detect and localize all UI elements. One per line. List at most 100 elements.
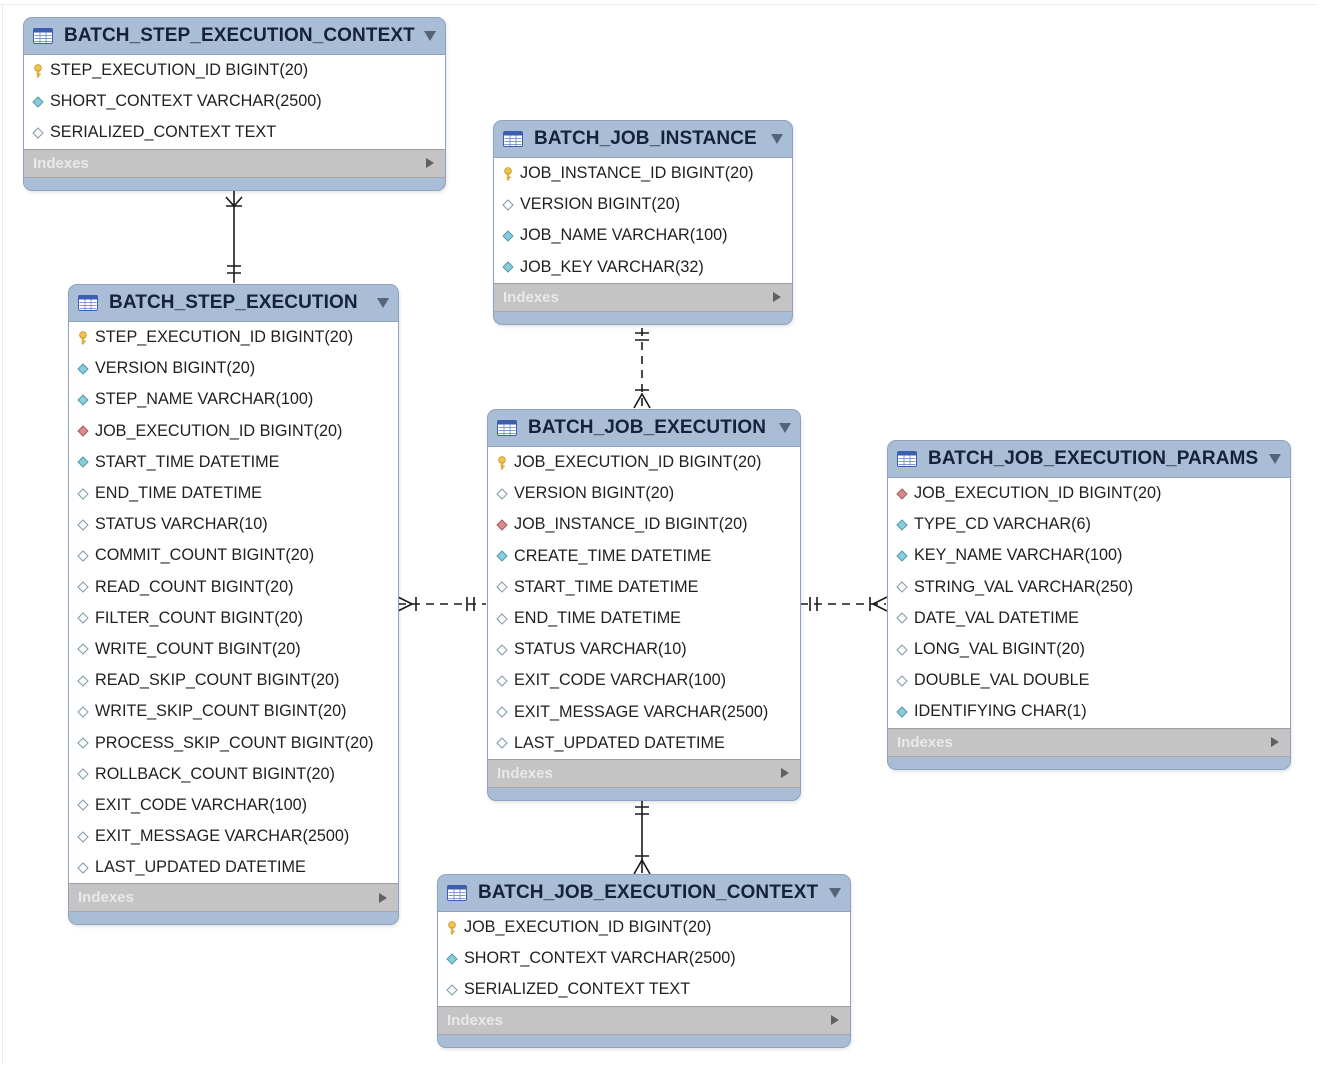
column-row[interactable]: VERSION BIGINT(20) (494, 189, 792, 220)
column-row[interactable]: EXIT_CODE VARCHAR(100) (69, 790, 398, 821)
column-row[interactable]: EXIT_MESSAGE VARCHAR(2500) (69, 821, 398, 852)
collapse-toggle-icon[interactable] (1268, 453, 1282, 465)
column-row[interactable]: STEP_EXECUTION_ID BIGINT(20) (69, 322, 398, 353)
column-row[interactable]: STATUS VARCHAR(10) (488, 634, 800, 665)
column-row[interactable]: VERSION BIGINT(20) (69, 353, 398, 384)
table-batch-job-execution-context[interactable]: BATCH_JOB_EXECUTION_CONTEXT JOB_EXECUTION… (437, 874, 851, 1048)
indexes-section[interactable]: Indexes (888, 728, 1290, 757)
column-label: JOB_EXECUTION_ID BIGINT(20) (464, 918, 712, 937)
column-row[interactable]: WRITE_COUNT BIGINT(20) (69, 634, 398, 665)
not-null-column-icon (77, 363, 89, 375)
column-row[interactable]: SERIALIZED_CONTEXT TEXT (438, 974, 850, 1005)
column-row[interactable]: SHORT_CONTEXT VARCHAR(2500) (24, 86, 445, 117)
column-icon (446, 984, 458, 996)
column-row[interactable]: JOB_EXECUTION_ID BIGINT(20) (888, 478, 1290, 509)
column-row[interactable]: STEP_NAME VARCHAR(100) (69, 384, 398, 415)
one-marker (635, 806, 649, 815)
column-row[interactable]: LONG_VAL BIGINT(20) (888, 634, 1290, 665)
column-row[interactable]: END_TIME DATETIME (488, 603, 800, 634)
column-row[interactable]: JOB_EXECUTION_ID BIGINT(20) (438, 912, 850, 943)
column-row[interactable]: IDENTIFYING CHAR(1) (888, 696, 1290, 727)
table-icon (78, 295, 98, 311)
column-row[interactable]: WRITE_SKIP_COUNT BIGINT(20) (69, 696, 398, 727)
column-list: STEP_EXECUTION_ID BIGINT(20) SHORT_CONTEX… (24, 54, 445, 150)
primary-key-icon (498, 455, 506, 469)
collapse-toggle-icon[interactable] (778, 422, 792, 434)
column-row[interactable]: END_TIME DATETIME (69, 478, 398, 509)
column-row[interactable]: STRING_VAL VARCHAR(250) (888, 572, 1290, 603)
expand-indexes-icon[interactable] (780, 767, 790, 779)
column-icon (896, 643, 908, 656)
expand-indexes-icon[interactable] (772, 291, 782, 303)
column-row[interactable]: LAST_UPDATED DATETIME (488, 728, 800, 759)
column-row[interactable]: STEP_EXECUTION_ID BIGINT(20) (24, 55, 445, 86)
column-row[interactable]: KEY_NAME VARCHAR(100) (888, 540, 1290, 571)
table-header[interactable]: BATCH_STEP_EXECUTION_CONTEXT (24, 18, 445, 54)
column-row[interactable]: START_TIME DATETIME (69, 447, 398, 478)
column-row[interactable]: START_TIME DATETIME (488, 572, 800, 603)
column-row[interactable]: VERSION BIGINT(20) (488, 478, 800, 509)
column-icon (496, 737, 508, 749)
column-row[interactable]: ROLLBACK_COUNT BIGINT(20) (69, 759, 398, 790)
column-row[interactable]: READ_COUNT BIGINT(20) (69, 572, 398, 603)
column-row[interactable]: DATE_VAL DATETIME (888, 603, 1290, 634)
column-label: CREATE_TIME DATETIME (514, 546, 712, 565)
foreign-key-icon (77, 425, 89, 437)
indexes-section[interactable]: Indexes (488, 759, 800, 788)
column-row[interactable]: COMMIT_COUNT BIGINT(20) (69, 540, 398, 571)
column-label: VERSION BIGINT(20) (95, 359, 256, 378)
expand-indexes-icon[interactable] (425, 157, 435, 169)
column-icon (496, 706, 508, 718)
column-row[interactable]: STATUS VARCHAR(10) (69, 509, 398, 540)
column-row[interactable]: PROCESS_SKIP_COUNT BIGINT(20) (69, 727, 398, 758)
indexes-label: Indexes (447, 1011, 503, 1029)
table-header[interactable]: BATCH_JOB_EXECUTION (488, 410, 800, 446)
column-row[interactable]: READ_SKIP_COUNT BIGINT(20) (69, 665, 398, 696)
column-row[interactable]: LAST_UPDATED DATETIME (69, 852, 398, 883)
column-row[interactable]: JOB_KEY VARCHAR(32) (494, 252, 792, 283)
not-null-column-icon (896, 519, 908, 531)
column-row[interactable]: JOB_INSTANCE_ID BIGINT(20) (488, 509, 800, 540)
column-row[interactable]: EXIT_MESSAGE VARCHAR(2500) (488, 697, 800, 728)
column-row[interactable]: JOB_INSTANCE_ID BIGINT(20) (494, 158, 792, 189)
column-row[interactable]: SERIALIZED_CONTEXT TEXT (24, 117, 445, 148)
indexes-section[interactable]: Indexes (24, 149, 445, 178)
column-label: LAST_UPDATED DATETIME (514, 733, 725, 752)
collapse-toggle-icon[interactable] (376, 297, 390, 309)
one-marker (466, 597, 475, 611)
column-row[interactable]: JOB_NAME VARCHAR(100) (494, 220, 792, 251)
column-label: IDENTIFYING CHAR(1) (914, 702, 1087, 721)
indexes-section[interactable]: Indexes (69, 884, 398, 913)
table-header[interactable]: BATCH_STEP_EXECUTION (69, 285, 398, 321)
column-row[interactable]: SHORT_CONTEXT VARCHAR(2500) (438, 943, 850, 974)
column-row[interactable]: FILTER_COUNT BIGINT(20) (69, 603, 398, 634)
not-null-column-icon (446, 953, 458, 965)
column-icon (77, 643, 89, 656)
column-row[interactable]: JOB_EXECUTION_ID BIGINT(20) (488, 447, 800, 478)
table-icon (33, 28, 53, 44)
collapse-toggle-icon[interactable] (770, 133, 784, 145)
expand-indexes-icon[interactable] (830, 1014, 840, 1026)
column-row[interactable]: EXIT_CODE VARCHAR(100) (488, 665, 800, 696)
column-icon (77, 768, 89, 780)
collapse-toggle-icon[interactable] (828, 887, 842, 899)
expand-indexes-icon[interactable] (1270, 736, 1280, 748)
column-icon (496, 675, 508, 687)
table-header[interactable]: BATCH_JOB_INSTANCE (494, 121, 792, 157)
column-label: STEP_EXECUTION_ID BIGINT(20) (50, 61, 309, 80)
table-header[interactable]: BATCH_JOB_EXECUTION_PARAMS (888, 441, 1290, 477)
column-row[interactable]: TYPE_CD VARCHAR(6) (888, 509, 1290, 540)
column-row[interactable]: DOUBLE_VAL DOUBLE (888, 665, 1290, 696)
collapse-toggle-icon[interactable] (423, 30, 437, 42)
indexes-section[interactable]: Indexes (438, 1006, 850, 1035)
indexes-section[interactable]: Indexes (494, 283, 792, 312)
table-header[interactable]: BATCH_JOB_EXECUTION_CONTEXT (438, 875, 850, 911)
column-row[interactable]: CREATE_TIME DATETIME (488, 541, 800, 572)
column-row[interactable]: JOB_EXECUTION_ID BIGINT(20) (69, 416, 398, 447)
expand-indexes-icon[interactable] (378, 892, 388, 904)
